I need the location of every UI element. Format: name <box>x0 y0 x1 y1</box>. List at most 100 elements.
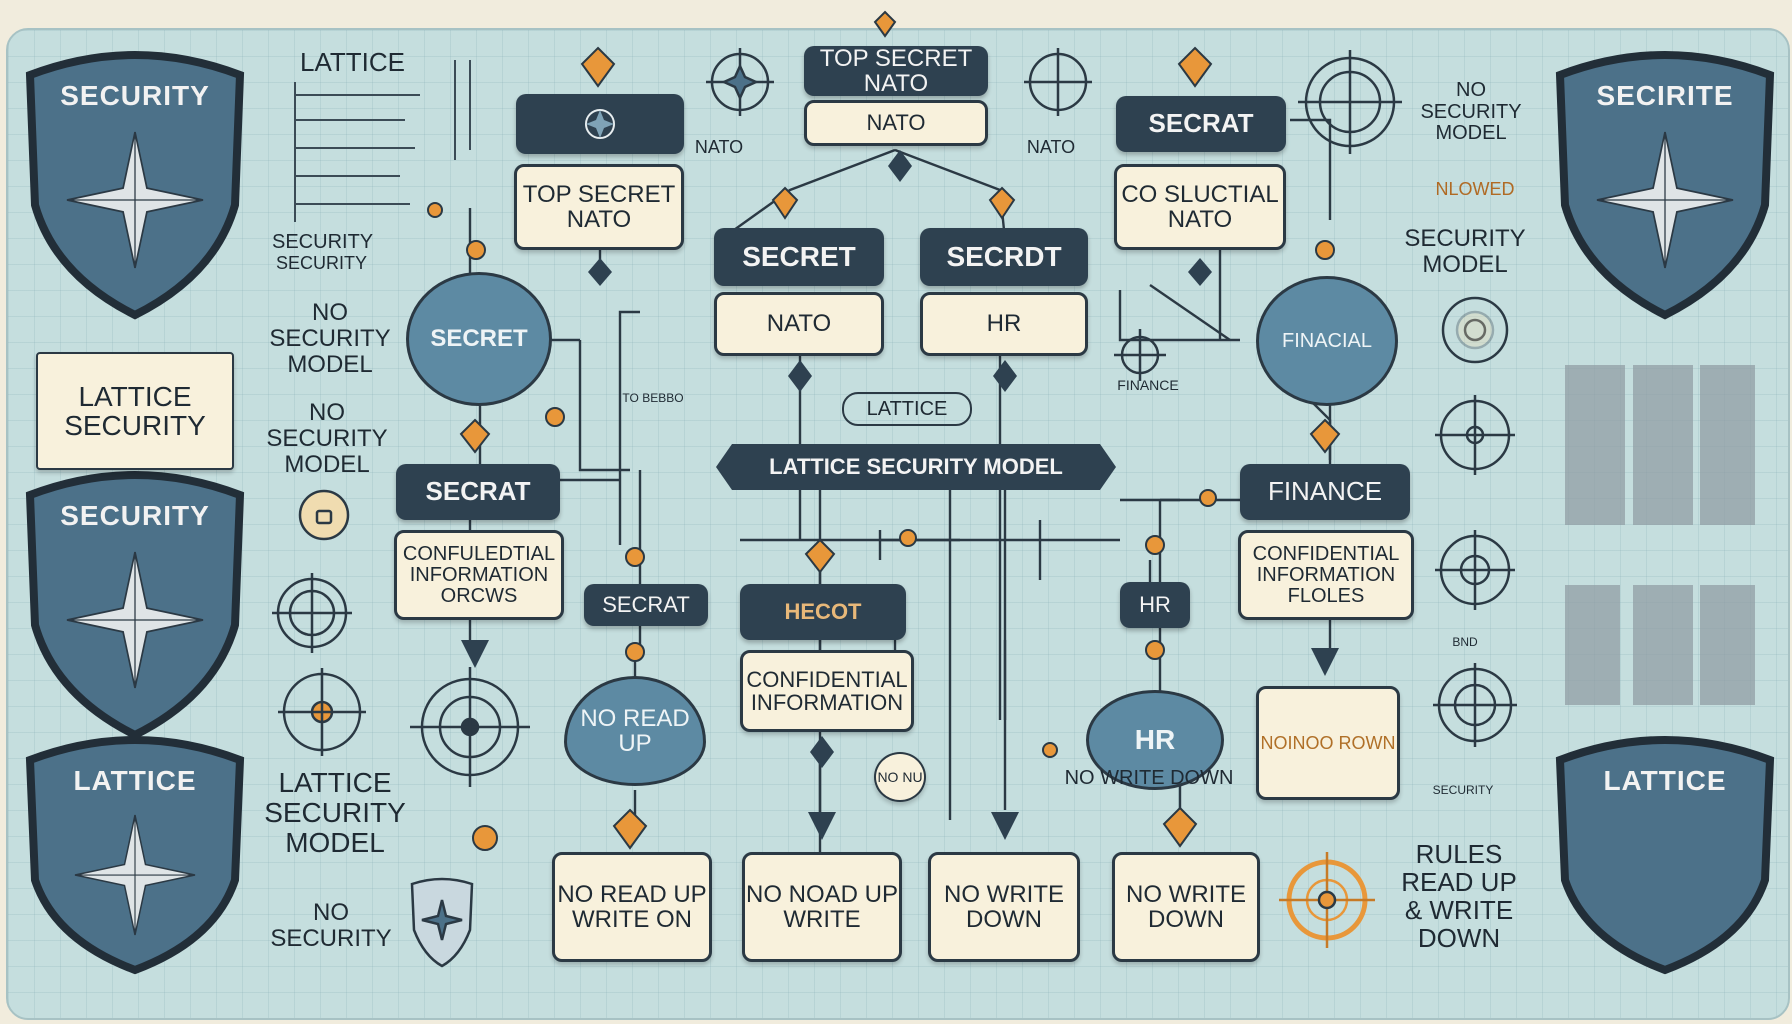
node-secrat-left[interactable]: SECRAT <box>396 464 560 520</box>
crosshair-icon <box>1435 530 1515 610</box>
pin-marker <box>1145 535 1165 555</box>
pin-marker <box>1042 742 1058 758</box>
node-confidential-information-center[interactable]: CONFIDENTIAL INFORMATION <box>740 650 914 732</box>
pin-marker <box>580 46 616 88</box>
nato-label-left: NATO <box>694 137 744 157</box>
arrow-marker <box>808 812 836 840</box>
node-hr-circle[interactable]: HR <box>1086 690 1224 790</box>
lock-icon <box>298 489 350 541</box>
small-note: BND <box>1452 635 1478 649</box>
diagram-title-banner: LATTICE SECURITY MODEL <box>716 444 1116 490</box>
pin-marker <box>1145 640 1165 660</box>
security-model-label: SECURITY MODEL <box>1404 225 1526 278</box>
badge-label: LATTICE <box>1603 765 1726 796</box>
no-reso-label: TO BEBBO <box>622 391 684 405</box>
diamond-marker <box>588 258 612 286</box>
pin-marker <box>1315 240 1335 260</box>
crosshair-icon <box>1435 395 1515 475</box>
node-no-write-down-1[interactable]: NO WRITE DOWN <box>928 852 1080 962</box>
crosshair-icon <box>1441 296 1509 364</box>
lattice-security-box: LATTICE SECURITY <box>36 352 234 470</box>
node-nato-top[interactable]: NATO <box>804 100 988 146</box>
nlowed-label: NLOWED <box>1435 179 1515 199</box>
crosshair-icon <box>1433 663 1517 747</box>
crosshair-icon <box>1024 48 1092 116</box>
text-scribble <box>1700 585 1755 705</box>
pin-marker <box>771 186 799 220</box>
shield-badge-mid-left: SECURITY <box>25 471 245 740</box>
crosshair-icon <box>706 48 774 116</box>
pin-marker <box>472 825 498 851</box>
node-secret[interactable]: SECRET <box>714 228 884 286</box>
pin-marker <box>1177 46 1213 88</box>
node-top-secret-nato-left[interactable]: TOP SECRET NATO <box>514 164 684 250</box>
finance-label: FINANCE <box>1117 377 1179 393</box>
node-no-read-up-write-on[interactable]: NO READ UP WRITE ON <box>552 852 712 962</box>
compass-icon <box>1114 329 1166 381</box>
node-compass-box[interactable] <box>516 94 684 154</box>
arrow-marker <box>461 640 489 668</box>
pin-marker <box>1199 489 1217 507</box>
crosshair-icon <box>410 667 530 787</box>
no-security-label: NO SECURITY <box>270 899 392 952</box>
lattice-header: LATTICE <box>300 47 405 77</box>
pin-marker <box>459 418 491 454</box>
pin-marker <box>466 240 486 260</box>
diamond-marker <box>810 736 834 768</box>
crosshair-icon <box>272 573 352 653</box>
node-no-write-down-2[interactable]: NO WRITE DOWN <box>1112 852 1260 962</box>
node-secrat-top-right[interactable]: SECRAT <box>1116 96 1286 152</box>
badge-label: SECURITY <box>60 500 210 531</box>
node-finance-right[interactable]: FINANCE <box>1240 464 1410 520</box>
node-hr-small[interactable]: HR <box>1120 582 1190 628</box>
shield-badge-bottom-left: LATTICE <box>25 736 245 975</box>
node-noinoo-rown[interactable]: NOINOO ROWN <box>1256 686 1400 800</box>
connector-line <box>1118 290 1240 342</box>
connector-line <box>618 310 640 545</box>
node-top-secret-nato[interactable]: TOP SECRET NATO <box>804 46 988 96</box>
node-secrat-small[interactable]: SECRAT <box>584 584 708 626</box>
pin-marker <box>1309 418 1341 454</box>
pin-marker <box>988 186 1016 220</box>
shield-badge-bottom-right: LATTICE <box>1555 736 1775 975</box>
sketch-lines <box>295 94 420 205</box>
pin-marker <box>625 547 645 567</box>
connector-line <box>719 148 896 241</box>
pin-marker <box>427 202 443 218</box>
node-no-read-up[interactable]: NO READ UP <box>564 676 706 786</box>
arrow-marker <box>1311 648 1339 676</box>
text-scribble <box>1565 585 1620 705</box>
pin-marker <box>625 642 645 662</box>
nato-label-right: NATO <box>1026 137 1076 157</box>
node-secret-circle[interactable]: SECRET <box>406 272 552 406</box>
text-scribble <box>1633 365 1693 525</box>
text-scribble <box>1633 585 1693 705</box>
node-finacial-circle[interactable]: FINACIAL <box>1256 276 1398 406</box>
no-security-model-label: NO SECURITY MODEL <box>1420 79 1522 145</box>
small-note: SECURITY <box>1432 783 1494 797</box>
node-nato[interactable]: NATO <box>714 292 884 356</box>
pin-marker <box>873 10 897 38</box>
badge-label: LATTICE <box>73 765 196 796</box>
node-secrdt[interactable]: SECRDT <box>920 228 1088 286</box>
node-confuledtial-information[interactable]: CONFULEDTIAL INFORMATION ORCWS <box>394 530 564 620</box>
node-no-noad-up-write[interactable]: NO NOAD UP WRITE <box>742 852 902 962</box>
compass-icon <box>585 109 615 139</box>
node-hr[interactable]: HR <box>920 292 1088 356</box>
node-lattice-mid: LATTICE <box>842 392 972 426</box>
node-co-sluctial-nato[interactable]: CO SLUCTIAL NATO <box>1114 164 1286 250</box>
crosshair-icon <box>1298 50 1402 154</box>
diamond-marker <box>788 360 812 392</box>
text-scribble <box>1565 365 1625 525</box>
no-write-down-label: NO WRITE DOWN <box>1064 767 1234 789</box>
diamond-marker <box>888 150 912 182</box>
node-no-nu: NO NU <box>874 752 926 802</box>
connector-line <box>1149 284 1231 341</box>
shield-badge-top-right: SECIRITE <box>1555 51 1775 320</box>
no-security-model-label: NO SECURITY MODEL <box>269 299 391 378</box>
node-confidential-information-right[interactable]: CONFIDENTIAL INFORMATION FLOLES <box>1238 530 1414 620</box>
diamond-marker <box>993 360 1017 392</box>
node-hecot[interactable]: HECOT <box>740 584 906 640</box>
